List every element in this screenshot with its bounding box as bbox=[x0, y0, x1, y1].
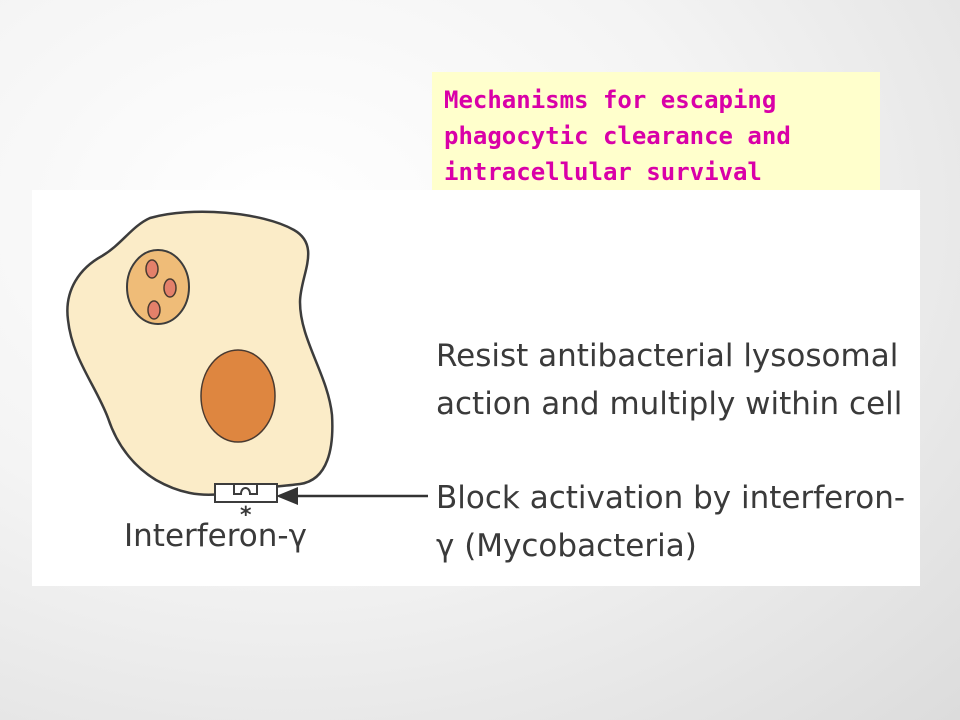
resist-label-line-2: action and multiply within cell bbox=[436, 386, 902, 422]
bacterium-icon bbox=[145, 259, 159, 279]
figure-panel: * Interferon-γ Resist antibacterial lyso… bbox=[32, 190, 920, 586]
nucleus-icon bbox=[200, 349, 276, 443]
receptor-icon bbox=[214, 483, 278, 503]
title-line-2: phagocytic clearance and bbox=[444, 122, 791, 150]
arrow-left-icon bbox=[276, 487, 428, 505]
phagosome-icon bbox=[126, 249, 190, 325]
bacterium-icon bbox=[147, 300, 161, 320]
resist-label-line-1: Resist antibacterial lysosomal bbox=[436, 338, 898, 374]
bacterium-icon bbox=[163, 278, 177, 298]
receptor-label: Interferon-γ bbox=[124, 518, 307, 554]
macrophage-diagram: * Interferon-γ Resist antibacterial lyso… bbox=[66, 210, 905, 564]
receptor-marker: * bbox=[240, 503, 252, 528]
title-box: Mechanisms for escaping phagocytic clear… bbox=[432, 72, 880, 206]
title-line-1: Mechanisms for escaping bbox=[444, 86, 777, 114]
title-line-3: intracellular survival bbox=[444, 158, 762, 186]
block-label-line-1: Block activation by interferon- bbox=[436, 480, 905, 516]
block-label-line-2: γ (Mycobacteria) bbox=[436, 528, 697, 564]
macrophage-cell-icon bbox=[66, 210, 334, 497]
